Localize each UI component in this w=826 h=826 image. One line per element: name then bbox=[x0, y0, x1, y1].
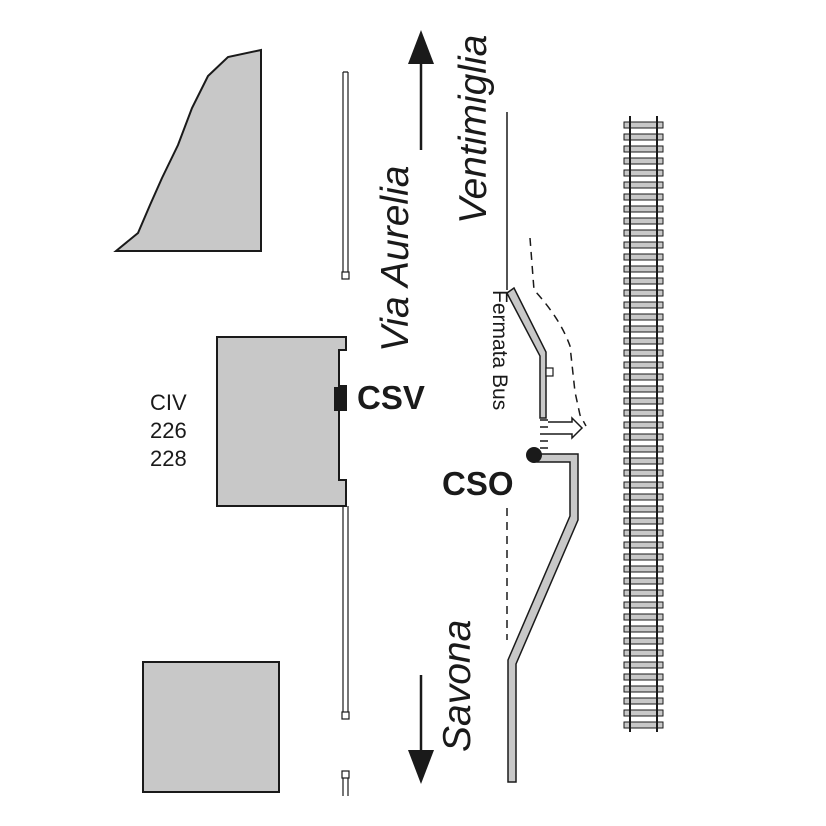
civ-number-228: 228 bbox=[150, 446, 187, 471]
railway-sleeper bbox=[623, 193, 664, 201]
railway-sleeper bbox=[623, 133, 664, 141]
sidewalk-end-lower bbox=[341, 711, 350, 720]
sidewalk-line-upper bbox=[342, 71, 349, 272]
bus-stop-curb bbox=[506, 286, 547, 419]
hillside-shape bbox=[113, 48, 262, 252]
railway-sleeper bbox=[623, 157, 664, 165]
railway-sleeper bbox=[623, 421, 664, 429]
railway-sleeper bbox=[623, 217, 664, 225]
railway-sleeper bbox=[623, 661, 664, 669]
railway-sleeper bbox=[623, 505, 664, 513]
railway-sleeper bbox=[623, 301, 664, 309]
railway-sleeper bbox=[623, 685, 664, 693]
railway-sleeper bbox=[623, 181, 664, 189]
railway-sleeper bbox=[623, 613, 664, 621]
railway-sleeper bbox=[623, 625, 664, 633]
railway-sleeper bbox=[623, 265, 664, 273]
building-bottom bbox=[142, 661, 280, 793]
railway-sleeper bbox=[623, 553, 664, 561]
railway-sleeper bbox=[623, 373, 664, 381]
railway-sleeper bbox=[623, 241, 664, 249]
sidewalk-line-lower bbox=[342, 506, 349, 712]
railway-sleeper bbox=[623, 577, 664, 585]
railway-sleeper bbox=[623, 469, 664, 477]
railway-sleeper bbox=[623, 493, 664, 501]
railway-sleeper bbox=[623, 349, 664, 357]
railway-sleeper bbox=[623, 289, 664, 297]
railway-sleeper bbox=[623, 457, 664, 465]
railway-sleeper bbox=[623, 697, 664, 705]
arrow-down-icon bbox=[408, 750, 434, 784]
railway-sleeper bbox=[623, 277, 664, 285]
railway-sleeper bbox=[623, 589, 664, 597]
railway-sleeper bbox=[623, 229, 664, 237]
via-aurelia-label: Via Aurelia bbox=[374, 166, 417, 352]
railway-sleeper bbox=[623, 721, 664, 729]
railway-sleeper bbox=[623, 565, 664, 573]
railway-sleeper bbox=[623, 385, 664, 393]
railway-sleeper bbox=[623, 541, 664, 549]
building-civ-226-228 bbox=[216, 336, 347, 507]
lower-curb bbox=[507, 453, 579, 783]
railway-sleeper bbox=[623, 397, 664, 405]
savona-label: Savona bbox=[436, 620, 479, 752]
railway-sleeper bbox=[623, 529, 664, 537]
cso-marker bbox=[526, 447, 542, 463]
railway-sleeper bbox=[623, 169, 664, 177]
csv-label: CSV bbox=[357, 379, 425, 416]
civ-label: CIV bbox=[150, 390, 187, 415]
sidewalk-end-bottom bbox=[341, 770, 350, 779]
cso-label: CSO bbox=[442, 465, 514, 502]
railway-sleeper bbox=[623, 709, 664, 717]
railway-sleeper bbox=[623, 649, 664, 657]
railway-sleeper bbox=[623, 205, 664, 213]
sidewalk-stub-bottom bbox=[342, 778, 349, 796]
ventimiglia-label: Ventimiglia bbox=[452, 35, 495, 224]
railway-sleeper bbox=[623, 517, 664, 525]
railway-sleeper bbox=[623, 121, 664, 129]
railway-sleeper bbox=[623, 325, 664, 333]
railway-sleeper bbox=[623, 337, 664, 345]
bus-stop-pole bbox=[545, 367, 554, 377]
railway-sleeper bbox=[623, 481, 664, 489]
railway-sleeper bbox=[623, 433, 664, 441]
railway-sleeper bbox=[623, 673, 664, 681]
fermata-bus-label: Fermata Bus bbox=[488, 290, 511, 410]
railway-sleeper bbox=[623, 361, 664, 369]
railway-sleeper bbox=[623, 445, 664, 453]
railway-sleeper bbox=[623, 637, 664, 645]
csv-marker bbox=[334, 387, 347, 411]
sidewalk-end-upper bbox=[341, 271, 350, 280]
railway-sleeper bbox=[623, 409, 664, 417]
walk-arrow bbox=[548, 416, 584, 440]
arrow-up-icon bbox=[408, 30, 434, 64]
dashed-path-upper bbox=[529, 237, 587, 427]
civ-number-226: 226 bbox=[150, 418, 187, 443]
railway-sleeper bbox=[623, 253, 664, 261]
railway-sleeper bbox=[623, 145, 664, 153]
railway-track bbox=[623, 116, 664, 732]
pedestrian-crossing bbox=[540, 419, 548, 449]
railway-sleeper bbox=[623, 601, 664, 609]
railway-sleeper bbox=[623, 313, 664, 321]
